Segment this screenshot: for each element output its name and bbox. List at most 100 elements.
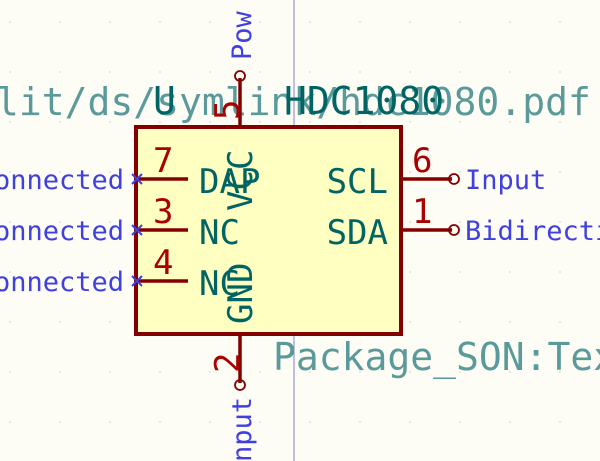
- grid-dot: [509, 371, 511, 373]
- grid-dot: [109, 421, 111, 423]
- grid-dot: [159, 21, 161, 23]
- grid-dot: [409, 271, 411, 273]
- grid-dot: [9, 221, 11, 223]
- grid-dot: [459, 21, 461, 23]
- grid-dot: [159, 421, 161, 423]
- grid-dot: [109, 321, 111, 323]
- grid-dot: [209, 21, 211, 23]
- grid-dot: [409, 171, 411, 173]
- grid-dot: [259, 71, 261, 73]
- grid-dot: [509, 321, 511, 323]
- grid-dot: [109, 121, 111, 123]
- grid-dot: [459, 121, 461, 123]
- grid-dot: [59, 171, 61, 173]
- grid-dot: [409, 421, 411, 423]
- no-connect-cross-7: [131, 173, 143, 185]
- pin-2-end-circle: [234, 379, 246, 391]
- grid-dot: [59, 321, 61, 323]
- grid-dot: [509, 271, 511, 273]
- footprint-field[interactable]: Package_SON:Tex: [273, 335, 600, 380]
- grid-dot: [559, 171, 561, 173]
- pin-6-end-circle: [448, 173, 460, 185]
- grid-dot: [9, 421, 11, 423]
- grid-dot: [59, 371, 61, 373]
- pin-5-end-circle: [234, 70, 246, 82]
- grid-dot: [409, 221, 411, 223]
- grid-dot: [109, 171, 111, 173]
- grid-dot: [359, 21, 361, 23]
- grid-dot: [9, 371, 11, 373]
- grid-dot: [159, 371, 161, 373]
- grid-dot: [459, 271, 461, 273]
- pin-number-1: 1: [412, 192, 432, 232]
- grid-dot: [409, 121, 411, 123]
- pin-type-input-bottom: nput: [227, 397, 258, 461]
- reference-designator[interactable]: U: [153, 79, 176, 123]
- grid-dot: [209, 371, 211, 373]
- grid-dot: [409, 71, 411, 73]
- grid-dot: [409, 21, 411, 23]
- pin-number-7: 7: [153, 141, 173, 181]
- grid-dot: [559, 421, 561, 423]
- grid-dot: [509, 71, 511, 73]
- grid-dot: [559, 321, 561, 323]
- pin-number-4: 4: [153, 243, 173, 283]
- grid-dot: [9, 21, 11, 23]
- grid-dot: [359, 421, 361, 423]
- pin-name-dap: DAP: [199, 162, 260, 202]
- pin-1-end-circle: [448, 224, 460, 236]
- pin-lines: [136, 78, 452, 383]
- grid-dot: [109, 21, 111, 23]
- grid-dot: [159, 121, 161, 123]
- grid-dot: [459, 171, 461, 173]
- pin-name-sda: SDA: [327, 213, 388, 253]
- pin-name-nc-4: NC: [199, 264, 240, 304]
- grid-dot: [359, 121, 361, 123]
- grid-dot: [209, 71, 211, 73]
- grid-dot: [59, 271, 61, 273]
- grid-dot: [209, 121, 211, 123]
- component-value[interactable]: HDC1080: [284, 79, 444, 123]
- grid-dot: [559, 271, 561, 273]
- grid-dot: [159, 71, 161, 73]
- grid-dot: [459, 71, 461, 73]
- grid-dot: [459, 321, 461, 323]
- pin-numbers: 5 2 7 3 4 6 1: [153, 100, 432, 373]
- grid-dot: [359, 371, 361, 373]
- pin-name-nc-3: NC: [199, 213, 240, 253]
- grid-dot: [559, 221, 561, 223]
- grid-dot: [59, 421, 61, 423]
- pin-number-3: 3: [153, 192, 173, 232]
- pin-type-bidirectional: Bidirectio: [465, 216, 600, 247]
- grid-dot: [459, 221, 461, 223]
- grid-dot: [409, 371, 411, 373]
- grid-dot: [509, 221, 511, 223]
- pin-number-5: 5: [208, 100, 248, 120]
- no-connect-cross-4: [131, 275, 143, 287]
- grid-dot: [9, 271, 11, 273]
- grid-dot: [109, 371, 111, 373]
- pin-name-scl: SCL: [327, 162, 388, 202]
- grid-dot: [309, 121, 311, 123]
- pin-electrical-types: Pow nput onnected onnected onnected Inpu…: [0, 10, 600, 461]
- grid-dots: [9, 21, 561, 423]
- grid-dot: [309, 71, 311, 73]
- no-connect-cross-3: [131, 224, 143, 236]
- grid-dot: [559, 21, 561, 23]
- pin-type-nc-3: onnected: [0, 216, 124, 247]
- grid-dot: [509, 421, 511, 423]
- grid-dot: [309, 371, 311, 373]
- grid-dot: [459, 421, 461, 423]
- grid-dot: [559, 71, 561, 73]
- grid-dot: [59, 71, 61, 73]
- grid-dot: [309, 21, 311, 23]
- grid-dot: [509, 21, 511, 23]
- grid-dot: [509, 121, 511, 123]
- pin-name-vcc: VCC: [221, 150, 261, 211]
- grid-dot: [559, 121, 561, 123]
- pin-type-nc-4: onnected: [0, 267, 124, 298]
- pin-end-markers: [234, 70, 460, 391]
- pin-name-gnd: GND: [221, 263, 261, 324]
- grid-dot: [109, 271, 111, 273]
- grid-dot: [9, 171, 11, 173]
